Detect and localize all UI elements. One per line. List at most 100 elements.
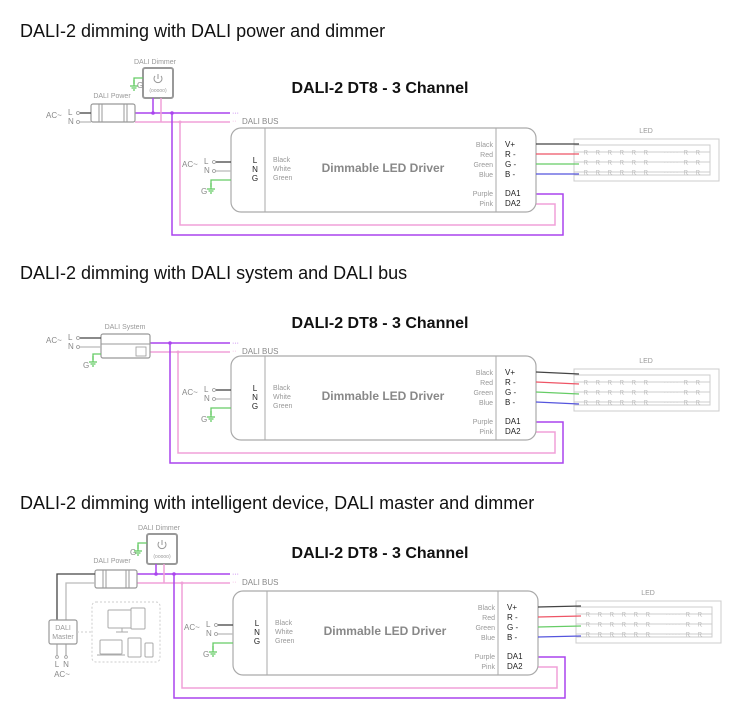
led-diode-icon: Ꭱ	[698, 632, 703, 639]
dali-wire-da2	[177, 352, 556, 454]
bus-ellipsis: ··	[232, 579, 237, 586]
output-terminal: G -	[505, 160, 516, 169]
dimmer-leds: (ooooo)	[149, 88, 167, 94]
ground-icon	[134, 545, 142, 556]
led-diode-icon: Ꭱ	[684, 390, 689, 397]
junction-dot	[176, 350, 180, 354]
wire-g	[210, 179, 231, 187]
dali-terminal: DA2	[505, 427, 521, 436]
driver-title: DALI-2 DT8 - 3 Channel	[292, 315, 469, 332]
led-diode-icon: Ꭱ	[684, 170, 689, 177]
output-wire-color: Red	[480, 380, 493, 387]
dali-power-unit	[94, 569, 138, 589]
l-label: L	[206, 620, 211, 629]
section-1-heading: DALI-2 dimming with DALI power and dimme…	[20, 21, 386, 41]
driver-body	[232, 590, 539, 676]
led-diode-icon: Ꭱ	[586, 622, 591, 629]
led-ellipsis: · · · · ·	[664, 150, 678, 156]
input-wire-color: Black	[273, 385, 291, 392]
ac-input: AC~LN	[182, 157, 216, 175]
dali-dimmer-label: DALI Dimmer	[138, 525, 181, 532]
dali-wire-color: Purple	[473, 419, 493, 426]
dali-dimmer-label: DALI Dimmer	[134, 59, 177, 66]
master-label-line1: DALI	[55, 625, 71, 632]
ground-label: G	[130, 548, 136, 557]
led-diode-icon: Ꭱ	[644, 160, 649, 167]
dali-terminal: DA1	[505, 417, 521, 426]
led-diode-icon: Ꭱ	[596, 380, 601, 387]
driver-label: Dimmable LED Driver	[322, 389, 445, 403]
led-ellipsis: · · · · ·	[666, 622, 680, 628]
led-diode-icon: Ꭱ	[632, 400, 637, 407]
input-wire-color: Black	[275, 620, 293, 627]
bus-ellipsis: ···	[232, 110, 239, 117]
output-wire-color: Red	[482, 615, 495, 622]
output-terminal: R -	[507, 613, 518, 622]
dali-bus-label: DALI BUS	[242, 347, 278, 356]
led-diode-icon: Ꭱ	[634, 632, 639, 639]
input-terminal-n: N	[252, 393, 258, 402]
l-label: L	[204, 385, 209, 394]
led-diode-icon: Ꭱ	[608, 380, 613, 387]
led-diode-icon: Ꭱ	[646, 622, 651, 629]
n-label: N	[204, 166, 210, 175]
master-label-line2: Master	[52, 634, 74, 641]
led-diode-icon: Ꭱ	[684, 400, 689, 407]
led-diode-icon: Ꭱ	[608, 400, 613, 407]
dali-power-unit	[90, 103, 136, 123]
output-terminal: B -	[507, 633, 518, 642]
output-wire-color: Black	[478, 605, 496, 612]
wire-g-minus	[537, 625, 582, 628]
led-diode-icon: Ꭱ	[632, 380, 637, 387]
input-wire-color: Green	[273, 175, 293, 182]
dali-master-unit: DALI Master	[48, 619, 78, 645]
terminal-dot	[76, 345, 80, 349]
junction-dot	[178, 120, 182, 124]
output-wire-color: Blue	[479, 400, 493, 407]
driver-label: Dimmable LED Driver	[324, 624, 447, 638]
terminal-dot	[76, 336, 80, 340]
wire-r-minus	[537, 615, 582, 618]
led-diode-icon: Ꭱ	[644, 400, 649, 407]
led-label: LED	[639, 358, 653, 365]
led-diode-icon: Ꭱ	[584, 400, 589, 407]
led-diode-icon: Ꭱ	[644, 150, 649, 157]
led-diode-icon: Ꭱ	[696, 400, 701, 407]
output-wire-color: Black	[476, 142, 494, 149]
ac-label: AC~	[54, 670, 70, 679]
input-wire-color: White	[273, 394, 291, 401]
led-diode-icon: Ꭱ	[686, 612, 691, 619]
n-label: N	[63, 660, 69, 669]
led-diode-icon: Ꭱ	[608, 390, 613, 397]
driver-body	[230, 127, 537, 213]
ac-input: AC~LN	[46, 333, 80, 351]
laptop-icon	[99, 639, 123, 655]
ground-icon	[207, 411, 215, 422]
wire-b-minus	[537, 635, 582, 638]
led-diode-icon: Ꭱ	[620, 150, 625, 157]
terminal-dot	[212, 388, 216, 392]
led-diode-icon: Ꭱ	[646, 632, 651, 639]
junction-dot	[170, 111, 174, 115]
output-wire-color: Green	[476, 625, 496, 632]
terminal-dot	[64, 655, 68, 659]
driver-body	[230, 355, 537, 441]
output-terminal: B -	[505, 170, 516, 179]
dali-wire-da1	[169, 343, 564, 464]
master-black-wire	[56, 573, 95, 620]
wire-b-minus	[535, 401, 580, 405]
input-terminal-g: G	[254, 637, 260, 646]
led-frame	[573, 368, 720, 412]
power-icon	[157, 541, 167, 550]
ground-label: G	[83, 361, 89, 370]
bus-ellipsis: ···	[232, 340, 239, 347]
led-diode-icon: Ꭱ	[684, 160, 689, 167]
dali-wire-da2	[179, 122, 556, 226]
led-diode-icon: Ꭱ	[684, 150, 689, 157]
ground-label: G	[203, 650, 209, 659]
wire-r-minus	[535, 381, 580, 385]
output-terminal: R -	[505, 150, 516, 159]
led-diode-icon: Ꭱ	[696, 150, 701, 157]
dali-wire-color: Pink	[479, 201, 493, 208]
